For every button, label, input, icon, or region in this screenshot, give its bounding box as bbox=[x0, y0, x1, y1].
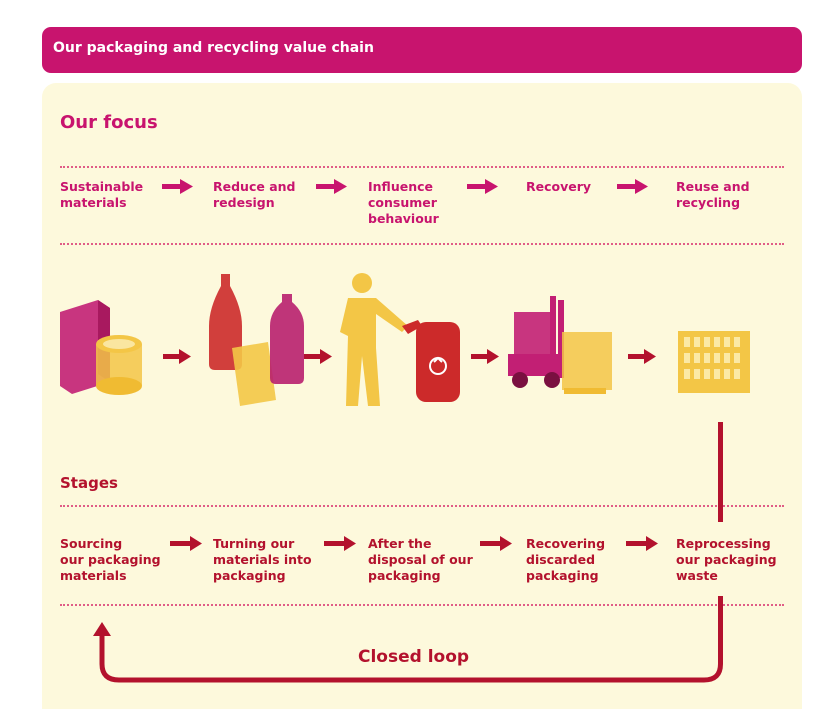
bottles-icon bbox=[209, 274, 304, 406]
forklift-icon bbox=[508, 296, 612, 394]
arrow-right-icon bbox=[628, 349, 656, 364]
arrow-right-icon bbox=[170, 536, 202, 551]
arrow-right-icon bbox=[162, 179, 193, 194]
focus-step-influence-behaviour: Influence consumer behaviour bbox=[368, 179, 439, 226]
closed-loop-line bbox=[93, 422, 723, 683]
arrow-right-icon bbox=[626, 536, 658, 551]
header-bar: Our packaging and recycling value chain bbox=[42, 27, 802, 73]
focus-step-reuse-recycling: Reuse and recycling bbox=[676, 179, 750, 210]
arrow-right-icon bbox=[617, 179, 648, 194]
stages-title: Stages bbox=[60, 474, 118, 492]
focus-step-recovery: Recovery bbox=[526, 179, 592, 194]
arrow-right-icon bbox=[480, 536, 512, 551]
arrow-right-icon bbox=[467, 179, 498, 194]
focus-title: Our focus bbox=[60, 112, 158, 133]
stage-recovering: Recovering discarded packaging bbox=[526, 536, 606, 583]
closed-loop-label: Closed loop bbox=[358, 647, 470, 667]
stage-turning-into-packaging: Turning our materials into packaging bbox=[213, 536, 312, 583]
focus-divider-top bbox=[60, 166, 784, 168]
stage-sourcing: Sourcing our packaging materials bbox=[60, 536, 161, 583]
arrow-up-icon bbox=[93, 622, 111, 636]
stages-divider-bottom bbox=[60, 604, 784, 606]
crate-icon bbox=[678, 331, 750, 393]
focus-divider-bottom bbox=[60, 243, 784, 245]
stage-after-disposal: After the disposal of our packaging bbox=[368, 536, 473, 583]
page-title: Our packaging and recycling value chain bbox=[53, 40, 374, 56]
arrow-right-icon bbox=[324, 536, 356, 551]
arrow-right-icon bbox=[163, 349, 191, 364]
packaging-materials-icon bbox=[60, 300, 142, 395]
person-recycling-icon bbox=[340, 273, 460, 406]
focus-step-reduce-redesign: Reduce and redesign bbox=[213, 179, 296, 210]
stages-divider-top bbox=[60, 505, 784, 507]
arrow-right-icon bbox=[316, 179, 347, 194]
arrow-right-icon bbox=[471, 349, 499, 364]
arrow-right-icon bbox=[304, 349, 332, 364]
focus-step-sustainable-materials: Sustainable materials bbox=[60, 179, 144, 210]
stage-reprocessing: Reprocessing our packaging waste bbox=[676, 536, 777, 583]
